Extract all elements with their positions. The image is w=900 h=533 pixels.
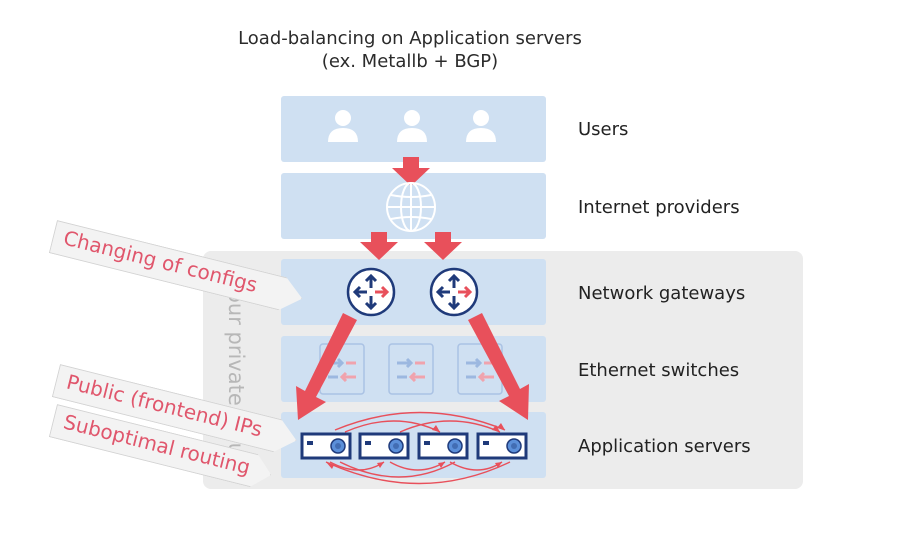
arrow-gateway-to-server-right <box>468 313 529 420</box>
diagram-subtitle: (ex. Metallb + BGP) <box>321 51 499 72</box>
user-icon <box>328 110 358 142</box>
users-label: Users <box>578 119 629 140</box>
switch-icon <box>387 342 435 396</box>
server-icon <box>417 432 469 460</box>
gateways-label: Network gateways <box>578 283 746 304</box>
router-icon <box>429 267 479 317</box>
internet-label: Internet providers <box>578 197 740 218</box>
gateways-layer <box>281 259 546 325</box>
user-icon <box>397 110 427 142</box>
arrow-internet-to-gateway-2 <box>424 232 462 260</box>
arrow-gateway-to-server-left <box>296 313 357 420</box>
router-icon <box>346 267 396 317</box>
routing-arrowheads <box>326 423 505 469</box>
diagram-title: Load-balancing on Application servers <box>238 28 582 49</box>
servers-label: Application servers <box>578 436 751 457</box>
switches-label: Ethernet switches <box>578 360 740 381</box>
server-icon <box>476 432 528 460</box>
arrow-users-to-internet <box>392 157 430 186</box>
server-icon <box>300 432 352 460</box>
globe-icon <box>386 182 436 232</box>
server-icon <box>358 432 410 460</box>
user-icon <box>466 110 496 142</box>
arrow-internet-to-gateway-1 <box>360 232 398 260</box>
